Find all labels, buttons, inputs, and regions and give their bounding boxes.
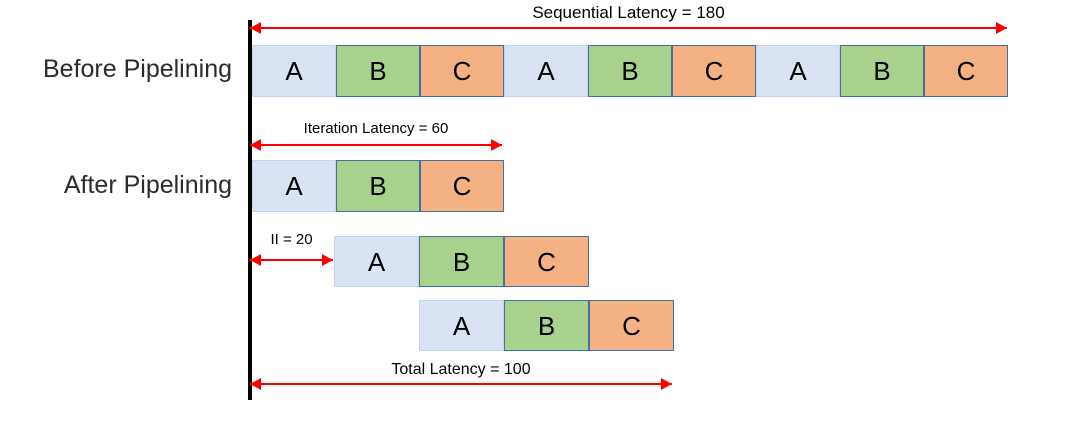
arrow-head-left-total-latency: [250, 378, 261, 390]
arrow-line-sequential-latency: [250, 27, 1007, 29]
stage-block-b[interactable]: B: [504, 300, 589, 351]
stage-block-c[interactable]: C: [924, 45, 1008, 97]
stage-block-a[interactable]: A: [252, 45, 336, 97]
arrow-head-right-initiation-interval: [322, 254, 333, 266]
stage-block-b[interactable]: B: [419, 236, 504, 287]
stage-block-b[interactable]: B: [840, 45, 924, 97]
arrow-head-right-sequential-latency: [996, 22, 1007, 34]
measure-label-initiation-interval: II = 20: [270, 231, 313, 248]
stage-block-a[interactable]: A: [334, 236, 419, 287]
stage-block-c[interactable]: C: [420, 45, 504, 97]
arrow-head-right-total-latency: [661, 378, 672, 390]
stage-block-a[interactable]: A: [252, 160, 336, 212]
arrow-line-iteration-latency: [250, 144, 502, 146]
measure-label-sequential-latency: Sequential Latency = 180: [532, 3, 725, 22]
arrow-head-left-initiation-interval: [250, 254, 261, 266]
arrow-head-left-iteration-latency: [250, 139, 261, 151]
stage-block-b[interactable]: B: [336, 45, 420, 97]
stage-block-a[interactable]: A: [419, 300, 504, 351]
stage-block-b[interactable]: B: [336, 160, 420, 212]
time-origin-axis: [248, 20, 252, 400]
arrow-line-initiation-interval: [250, 259, 333, 261]
stage-block-c[interactable]: C: [420, 160, 504, 212]
row-label-after-pipelining: After Pipelining: [63, 171, 232, 199]
measure-label-iteration-latency: Iteration Latency = 60: [303, 120, 449, 137]
arrow-head-right-iteration-latency: [491, 139, 502, 151]
stage-block-a[interactable]: A: [756, 45, 840, 97]
stage-block-a[interactable]: A: [504, 45, 588, 97]
measure-label-total-latency: Total Latency = 100: [391, 361, 531, 378]
arrow-line-total-latency: [250, 383, 672, 385]
row-label-before-pipelining: Before Pipelining: [42, 55, 232, 83]
stage-block-c[interactable]: C: [589, 300, 674, 351]
stage-block-b[interactable]: B: [588, 45, 672, 97]
stage-block-c[interactable]: C: [672, 45, 756, 97]
stage-block-c[interactable]: C: [504, 236, 589, 287]
arrow-head-left-sequential-latency: [250, 22, 261, 34]
